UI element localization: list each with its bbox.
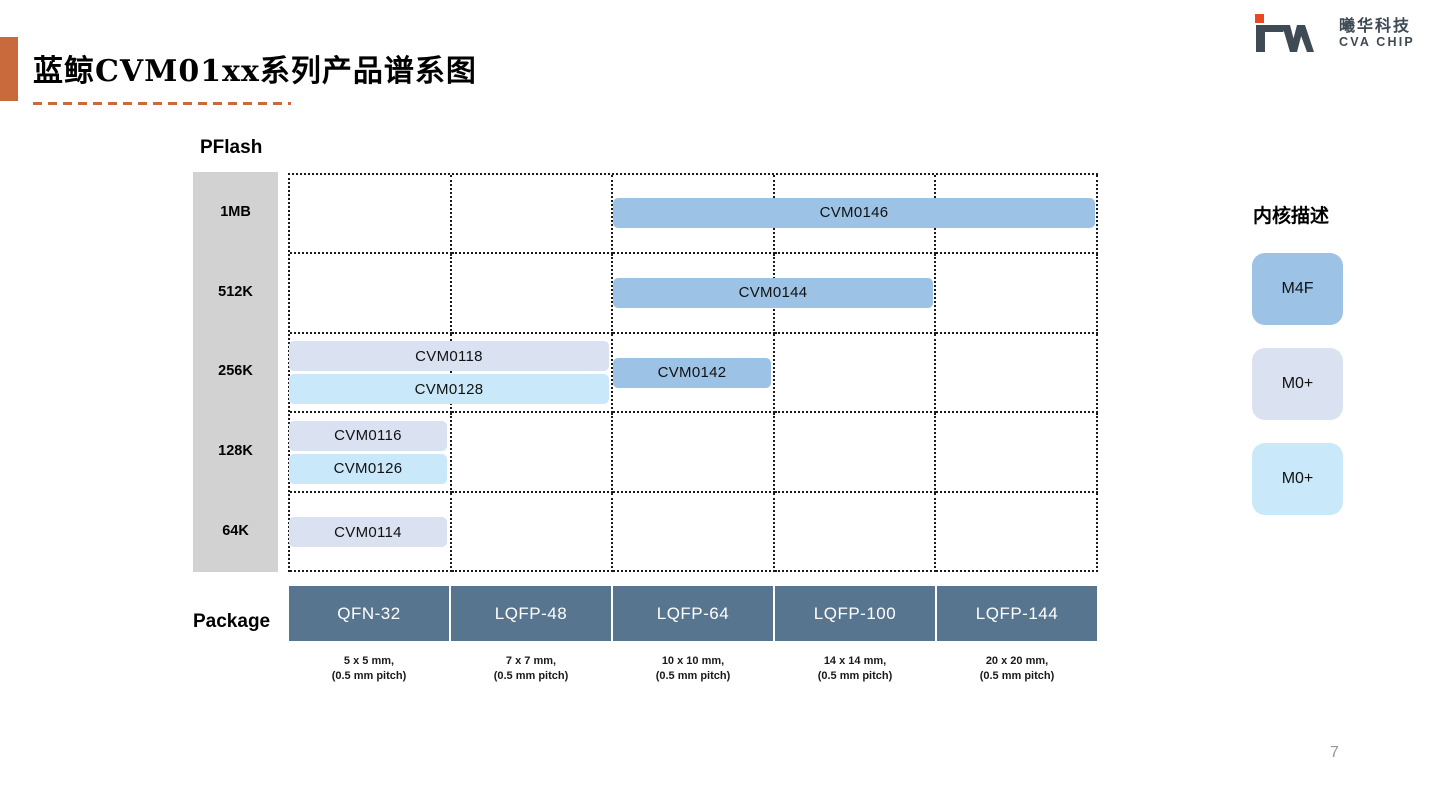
legend-tile-0: M4F bbox=[1252, 253, 1343, 325]
grid-cell bbox=[451, 175, 614, 255]
logo-text: 曦华科技 CVA CHIP bbox=[1339, 18, 1415, 49]
grid-cell bbox=[290, 333, 452, 414]
grid-cell bbox=[290, 254, 452, 334]
grid-cell bbox=[613, 333, 775, 414]
product-bar-cvm0146: CVM0146 bbox=[613, 197, 1095, 228]
pflash-row-label: 128K bbox=[218, 443, 253, 460]
grid-cell bbox=[451, 413, 614, 493]
pflash-axis-band: 1MB 512K 256K 128K 64K bbox=[193, 172, 278, 572]
package-size-caption: 7 x 7 mm,(0.5 mm pitch) bbox=[493, 655, 569, 682]
pflash-row-label: 512K bbox=[218, 283, 253, 300]
title-accent-bar bbox=[0, 37, 18, 101]
grid-cell bbox=[613, 413, 775, 493]
product-bar-cvm0142: CVM0142 bbox=[613, 357, 771, 388]
product-bar-cvm0118: CVM0118 bbox=[289, 341, 609, 371]
product-bar-cvm0126: CVM0126 bbox=[289, 453, 447, 484]
legend-title: 内核描述 bbox=[1253, 206, 1330, 227]
package-size-caption: 20 x 20 mm,(0.5 mm pitch) bbox=[979, 655, 1055, 682]
package-size-caption: 14 x 14 mm,(0.5 mm pitch) bbox=[817, 655, 893, 682]
logo-company-name-cn: 曦华科技 bbox=[1339, 18, 1412, 35]
package-header-lqfp-144: LQFP-144 bbox=[937, 586, 1097, 641]
pflash-row-label: 1MB bbox=[220, 203, 251, 220]
grid-cell bbox=[290, 413, 452, 493]
legend-tile-1: M0+ bbox=[1252, 348, 1343, 420]
package-header-lqfp-64: LQFP-64 bbox=[613, 586, 773, 641]
legend-tile-2: M0+ bbox=[1252, 443, 1343, 515]
page-title: 蓝鲸CVM01xx系列产品谱系图 bbox=[33, 54, 477, 89]
grid-cell bbox=[451, 492, 614, 572]
package-header-qfn-32: QFN-32 bbox=[289, 586, 449, 641]
company-logo: 曦华科技 CVA CHIP bbox=[1252, 14, 1415, 54]
grid-cell bbox=[613, 492, 775, 572]
package-size-caption: 10 x 10 mm,(0.5 mm pitch) bbox=[655, 655, 731, 682]
title-dashed-underline bbox=[33, 102, 291, 105]
grid-cell bbox=[774, 492, 937, 572]
x-axis-title: Package bbox=[193, 611, 271, 632]
grid-cell bbox=[936, 254, 1098, 334]
cva-logo-icon bbox=[1255, 14, 1314, 52]
pflash-row-label: 64K bbox=[222, 523, 249, 540]
grid-cell bbox=[451, 254, 614, 334]
grid-cell bbox=[936, 333, 1098, 414]
grid-cell bbox=[451, 333, 614, 414]
grid-cell bbox=[774, 413, 937, 493]
grid-cell bbox=[774, 333, 937, 414]
product-bar-cvm0128: CVM0128 bbox=[289, 374, 609, 404]
package-size-caption: 5 x 5 mm,(0.5 mm pitch) bbox=[331, 655, 407, 682]
product-bar-cvm0114: CVM0114 bbox=[289, 517, 447, 548]
page-number: 7 bbox=[1330, 744, 1339, 761]
grid-cell bbox=[774, 254, 937, 334]
grid-cell bbox=[936, 413, 1098, 493]
product-bar-cvm0144: CVM0144 bbox=[613, 277, 933, 308]
logo-company-name-en: CVA CHIP bbox=[1339, 34, 1415, 49]
package-header-lqfp-48: LQFP-48 bbox=[451, 586, 611, 641]
product-bar-cvm0116: CVM0116 bbox=[289, 420, 447, 451]
package-header-lqfp-100: LQFP-100 bbox=[775, 586, 935, 641]
y-axis-title: PFlash bbox=[200, 137, 263, 158]
grid-cell bbox=[290, 175, 452, 255]
product-grid bbox=[288, 173, 1098, 572]
pflash-row-label: 256K bbox=[218, 363, 253, 380]
grid-cell bbox=[936, 175, 1098, 255]
grid-cell bbox=[290, 492, 452, 572]
grid-cell bbox=[936, 492, 1098, 572]
